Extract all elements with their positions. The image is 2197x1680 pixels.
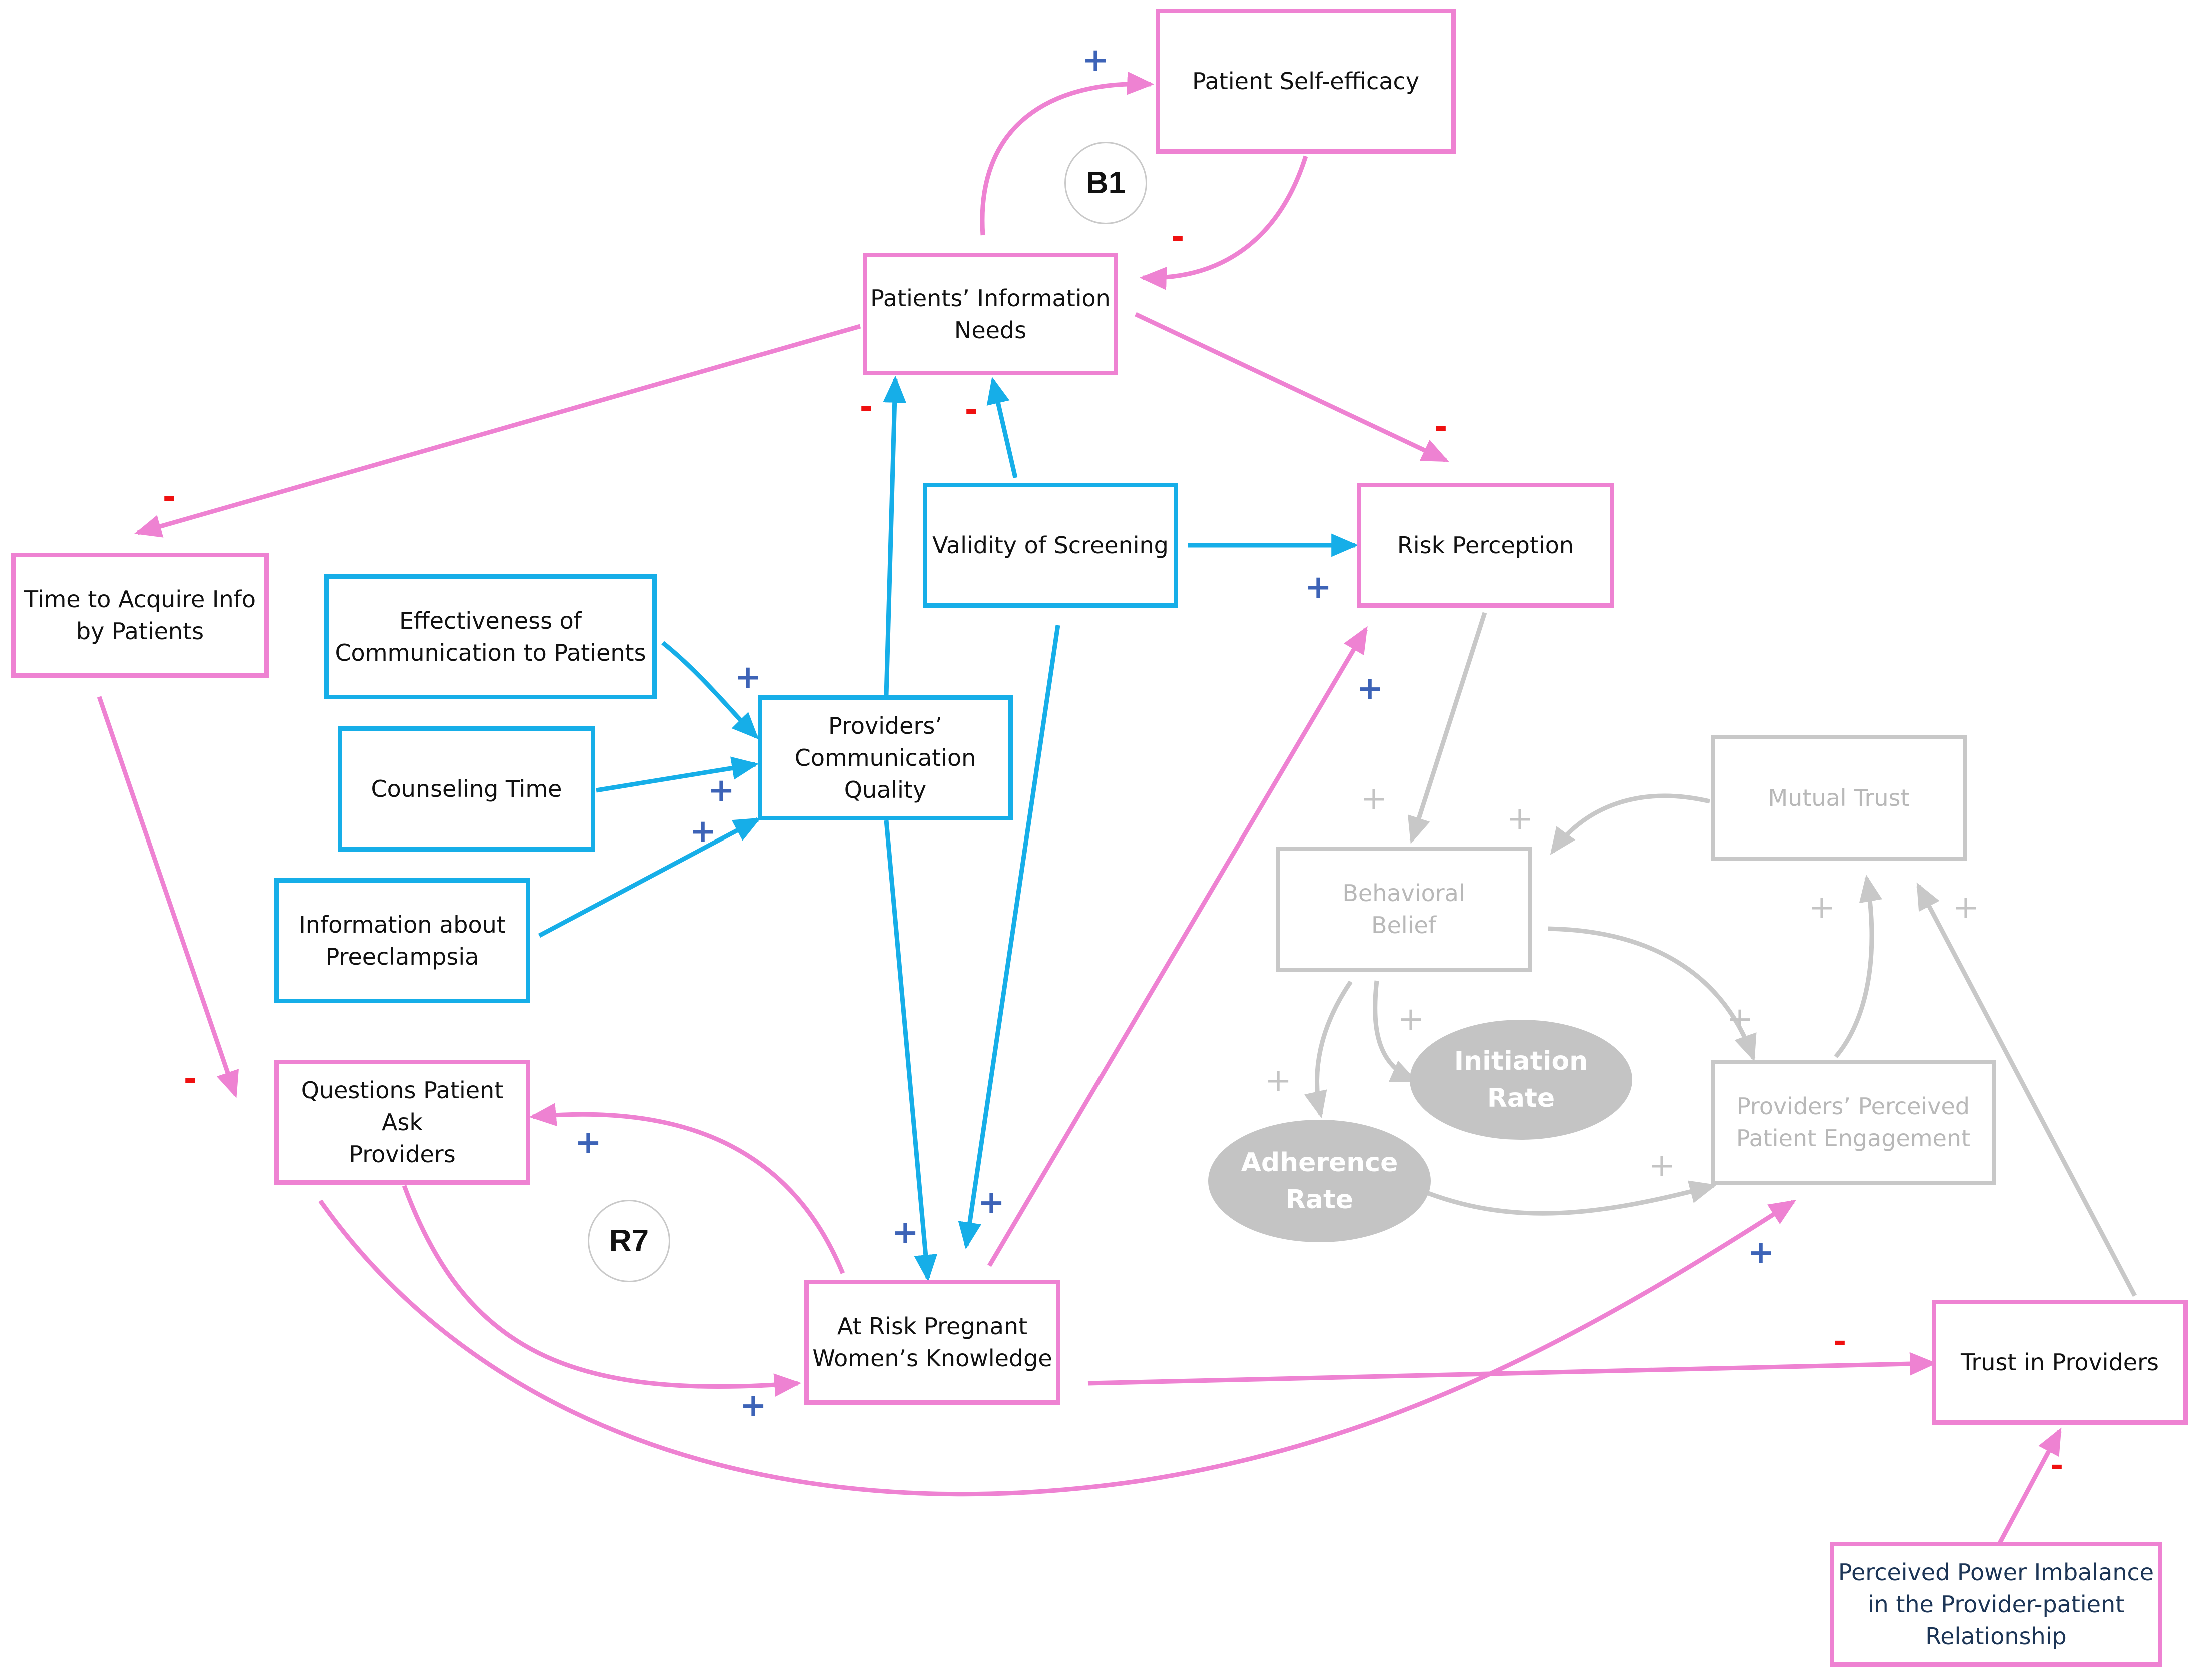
polarity-plus-mutual-trust-to-belief: +	[1506, 800, 1533, 837]
node-risk-perception: Risk Perception	[1357, 483, 1614, 608]
node-time-to-acquire-info: Time to Acquire Info by Patients	[11, 553, 269, 678]
polarity-plus-belief-to-adherence: +	[1265, 1062, 1292, 1099]
link-info-needs-to-time-to-acquire	[134, 324, 861, 538]
node-perceived-power-imbalance: Perceived Power Imbalance in the Provide…	[1830, 1542, 2162, 1667]
polarity-plus-info-preeclampsia: +	[689, 813, 716, 850]
polarity-plus-self-efficacy: +	[1082, 42, 1109, 79]
link-behavioral-belief-to-initiation-rate	[1373, 980, 1418, 1083]
polarity-plus-trust-in-providers-to-mutual-trust: +	[1952, 889, 1979, 926]
link-info-needs-to-risk-perception	[1135, 312, 1449, 463]
node-questions-patient-ask-providers: Questions Patient Ask Providers	[274, 1060, 530, 1185]
node-at-risk-pregnant-womens-knowledge: At Risk Pregnant Women’s Knowledge	[804, 1280, 1060, 1405]
node-information-about-preeclampsia: Information about Preeclampsia	[274, 878, 530, 1003]
link-power-imbalance-to-trust-in-providers	[1996, 1427, 2062, 1547]
polarity-plus-validity-to-knowledge: +	[978, 1184, 1005, 1221]
link-validity-to-knowledge	[958, 625, 1060, 1250]
node-behavioral-belief: Behavioral Belief	[1276, 847, 1532, 972]
polarity-plus-validity-to-risk: +	[1305, 569, 1332, 606]
node-initiation-rate: Initiation Rate	[1410, 1020, 1632, 1140]
polarity-plus-knowledge-to-risk: +	[1356, 670, 1383, 707]
link-questions-to-perceived-engagement	[318, 1199, 1797, 1497]
node-providers-communication-quality: Providers’ Communication Quality	[758, 695, 1013, 820]
polarity-plus-risk-to-belief: +	[1360, 780, 1387, 817]
link-behavioral-belief-to-perceived-engagement	[1548, 926, 1757, 1062]
polarity-plus-adherence-to-engagement: +	[1648, 1147, 1675, 1184]
polarity-minus-time-to-acquire: -	[162, 479, 176, 516]
link-counseling-time-to-communication-quality	[596, 756, 759, 793]
link-trust-in-providers-to-mutual-trust	[1916, 882, 2137, 1297]
node-patient-self-efficacy: Patient Self-efficacy	[1156, 9, 1456, 154]
link-knowledge-to-questions	[529, 1103, 845, 1274]
link-communication-quality-to-info-needs	[883, 375, 907, 696]
polarity-minus-time-to-questions: -	[183, 1061, 197, 1098]
node-patients-information-needs: Patients’ Information Needs	[863, 253, 1118, 375]
polarity-plus-belief-to-engagement: +	[1726, 1001, 1753, 1038]
link-time-to-acquire-to-questions	[97, 696, 239, 1098]
polarity-plus-questions-to-knowledge: +	[740, 1387, 767, 1424]
link-adherence-rate-to-perceived-engagement	[1427, 1180, 1717, 1216]
link-communication-quality-to-knowledge	[884, 820, 938, 1282]
link-knowledge-to-risk-perception	[987, 626, 1368, 1267]
polarity-plus-belief-to-initiation: +	[1397, 1001, 1424, 1038]
link-validity-to-info-needs	[986, 376, 1018, 479]
node-trust-in-providers: Trust in Providers	[1932, 1300, 2188, 1425]
polarity-plus-comm-quality-to-knowledge: +	[892, 1214, 919, 1251]
node-counseling-time: Counseling Time	[338, 726, 595, 852]
link-behavioral-belief-to-adherence-rate	[1304, 980, 1353, 1119]
polarity-plus-knowledge-to-questions: +	[575, 1124, 602, 1161]
link-knowledge-to-trust-in-providers	[1087, 1352, 1937, 1386]
node-mutual-trust: Mutual Trust	[1711, 735, 1967, 861]
polarity-plus-questions-to-engagement: +	[1747, 1234, 1774, 1271]
link-questions-to-knowledge	[402, 1185, 802, 1397]
polarity-plus-engagement-to-mutual-trust: +	[1808, 889, 1835, 926]
polarity-minus-validity-to-info-needs: -	[964, 392, 978, 429]
link-mutual-trust-to-behavioral-belief	[1550, 793, 1711, 855]
link-perceived-engagement-to-mutual-trust	[1834, 874, 1882, 1058]
loop-label-r7: R7	[588, 1200, 670, 1282]
polarity-minus-comm-quality-to-info-needs: -	[859, 389, 873, 426]
polarity-minus-info-needs-to-risk: -	[1434, 409, 1448, 446]
link-self-efficacy-to-info-needs	[1139, 155, 1308, 290]
polarity-plus-counseling-time: +	[708, 772, 735, 809]
loop-label-b1: B1	[1064, 142, 1147, 224]
link-info-needs-to-self-efficacy	[980, 71, 1155, 236]
polarity-minus-b1-return: -	[1171, 219, 1185, 256]
node-validity-of-screening: Validity of Screening	[923, 483, 1178, 608]
node-effectiveness-of-communication: Effectiveness of Communication to Patien…	[324, 574, 657, 699]
polarity-minus-knowledge-to-trust: -	[1833, 1323, 1847, 1360]
link-effectiveness-to-communication-quality	[661, 641, 759, 740]
link-info-preeclampsia-to-communication-quality	[538, 817, 761, 938]
polarity-minus-power-imbalance: -	[2050, 1447, 2064, 1484]
link-risk-perception-to-behavioral-belief	[1408, 612, 1487, 844]
node-adherence-rate: Adherence Rate	[1208, 1120, 1431, 1242]
polarity-plus-effectiveness: +	[734, 659, 761, 696]
node-providers-perceived-patient-engagement: Providers’ Perceived Patient Engagement	[1711, 1060, 1996, 1185]
